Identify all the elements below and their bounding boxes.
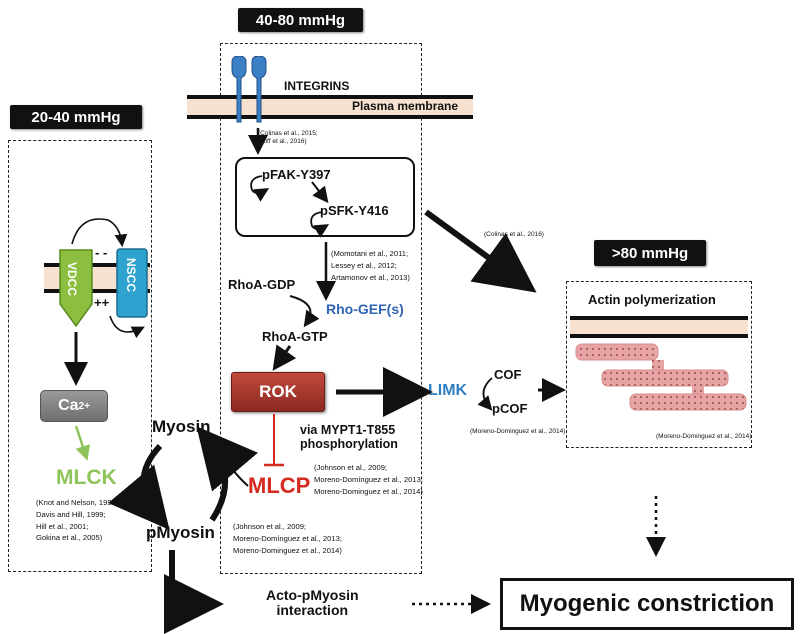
citation-moreno-limk: (Moreno-Dominguez et al., 2014) <box>470 428 566 435</box>
rho-gef-label: Rho-GEF(s) <box>326 301 404 317</box>
citation-line: Artamonov et al., 2013) <box>331 272 410 282</box>
pcof-label: pCOF <box>492 401 528 416</box>
myogenic-constriction-box: Myogenic constriction <box>500 578 794 630</box>
citation-line: Moreno-Domínguez et al., 2013; <box>233 533 342 543</box>
region-40-80 <box>220 43 422 574</box>
pressure-label-80: >80 mmHg <box>594 240 706 266</box>
myogenic-constriction-label: Myogenic constriction <box>519 590 775 617</box>
citation-line: (Johnson et al., 2009; <box>233 522 307 531</box>
minus-signs: - - <box>95 245 108 260</box>
plus-signs: ++ <box>94 295 110 310</box>
acto-pmyosin-label: Acto-pMyosin interaction <box>266 587 359 619</box>
citation-colinas-muff: (Colinas et al., 2015; Muff et al., 2016… <box>258 130 318 147</box>
nscc-label: NSCC <box>124 258 139 293</box>
citation-momotani: (Momotani et al., 2011; Lessey et al., 2… <box>331 248 410 283</box>
citation-line: (Colinas et al., 2015; <box>258 130 318 137</box>
actin-filament-icon <box>575 343 747 411</box>
acto-line-2: interaction <box>276 602 349 619</box>
psfk-label: pSFK-Y416 <box>320 203 389 218</box>
region-20-40 <box>8 140 152 572</box>
citation-johnson-a: (Johnson et al., 2009; Moreno-Domínguez … <box>314 462 423 497</box>
citation-line: Moreno-Dominguez et al., 2014) <box>314 486 423 496</box>
citation-line: Lessey et al., 2012; <box>331 260 397 270</box>
acto-line-1: Acto-pMyosin <box>266 587 359 603</box>
myosin-label: Myosin <box>152 417 211 436</box>
plasma-membrane-right <box>570 316 748 338</box>
pmyosin-label: pMyosin <box>146 523 215 542</box>
rok-label: ROK <box>259 382 297 401</box>
plasma-membrane-label: Plasma membrane <box>352 99 459 113</box>
citation-moreno-actin: (Moreno-Dominguez et al., 2014) <box>656 433 752 440</box>
pfak-label: pFAK-Y397 <box>262 167 331 182</box>
pressure-label-40-80: 40-80 mmHg <box>238 8 363 32</box>
via-line-2: phosphorylation <box>300 436 398 451</box>
citation-line: Gokina et al., 2005) <box>36 533 103 543</box>
calcium-label: Ca <box>58 397 79 414</box>
pressure-label-20-40: 20-40 mmHg <box>10 105 142 129</box>
calcium-charge: 2+ <box>78 400 90 412</box>
via-line-1: via MYPT1-T855 <box>300 423 396 437</box>
rhoa-gdp-label: RhoA-GDP <box>228 277 296 292</box>
mlcp-label: MLCP <box>248 473 311 498</box>
citation-line: (Johnson et al., 2009; <box>314 463 388 472</box>
citation-line: Muff et al., 2016) <box>258 138 307 146</box>
integrin-receptor-icon <box>231 56 267 123</box>
vdcc-channel-icon <box>59 249 93 328</box>
region-80 <box>566 281 752 448</box>
integrins-label: INTEGRINS <box>284 79 350 93</box>
citation-line: Davis and Hill, 1999; <box>36 509 106 519</box>
rhoa-gtp-label: RhoA-GTP <box>262 329 328 344</box>
citation-colinas-2016: (Colinas et al., 2016) <box>484 231 544 238</box>
actin-polymerization-label: Actin polymerization <box>588 292 716 307</box>
vdcc-label: VDCC <box>65 262 80 297</box>
cof-label: COF <box>494 367 522 382</box>
via-mypt1-label: via MYPT1-T855 phosphorylation <box>300 423 398 452</box>
citation-line: Hill et al., 2001; <box>36 521 89 531</box>
rok-box: ROK <box>231 372 325 412</box>
citation-line: (Momotani et al., 2011; <box>331 249 409 258</box>
limk-label: LIMK <box>428 382 468 399</box>
citation-line: Moreno-Dominguez et al., 2014) <box>233 545 342 555</box>
mlck-label: MLCK <box>56 466 117 489</box>
citation-line: (Knot and Nelson, 1998; <box>36 498 118 507</box>
citation-line: Moreno-Domínguez et al., 2013; <box>314 474 423 484</box>
citation-johnson-b: (Johnson et al., 2009; Moreno-Domínguez … <box>233 521 342 556</box>
citation-knot: (Knot and Nelson, 1998; Davis and Hill, … <box>36 497 118 544</box>
plasma-membrane <box>187 95 473 119</box>
